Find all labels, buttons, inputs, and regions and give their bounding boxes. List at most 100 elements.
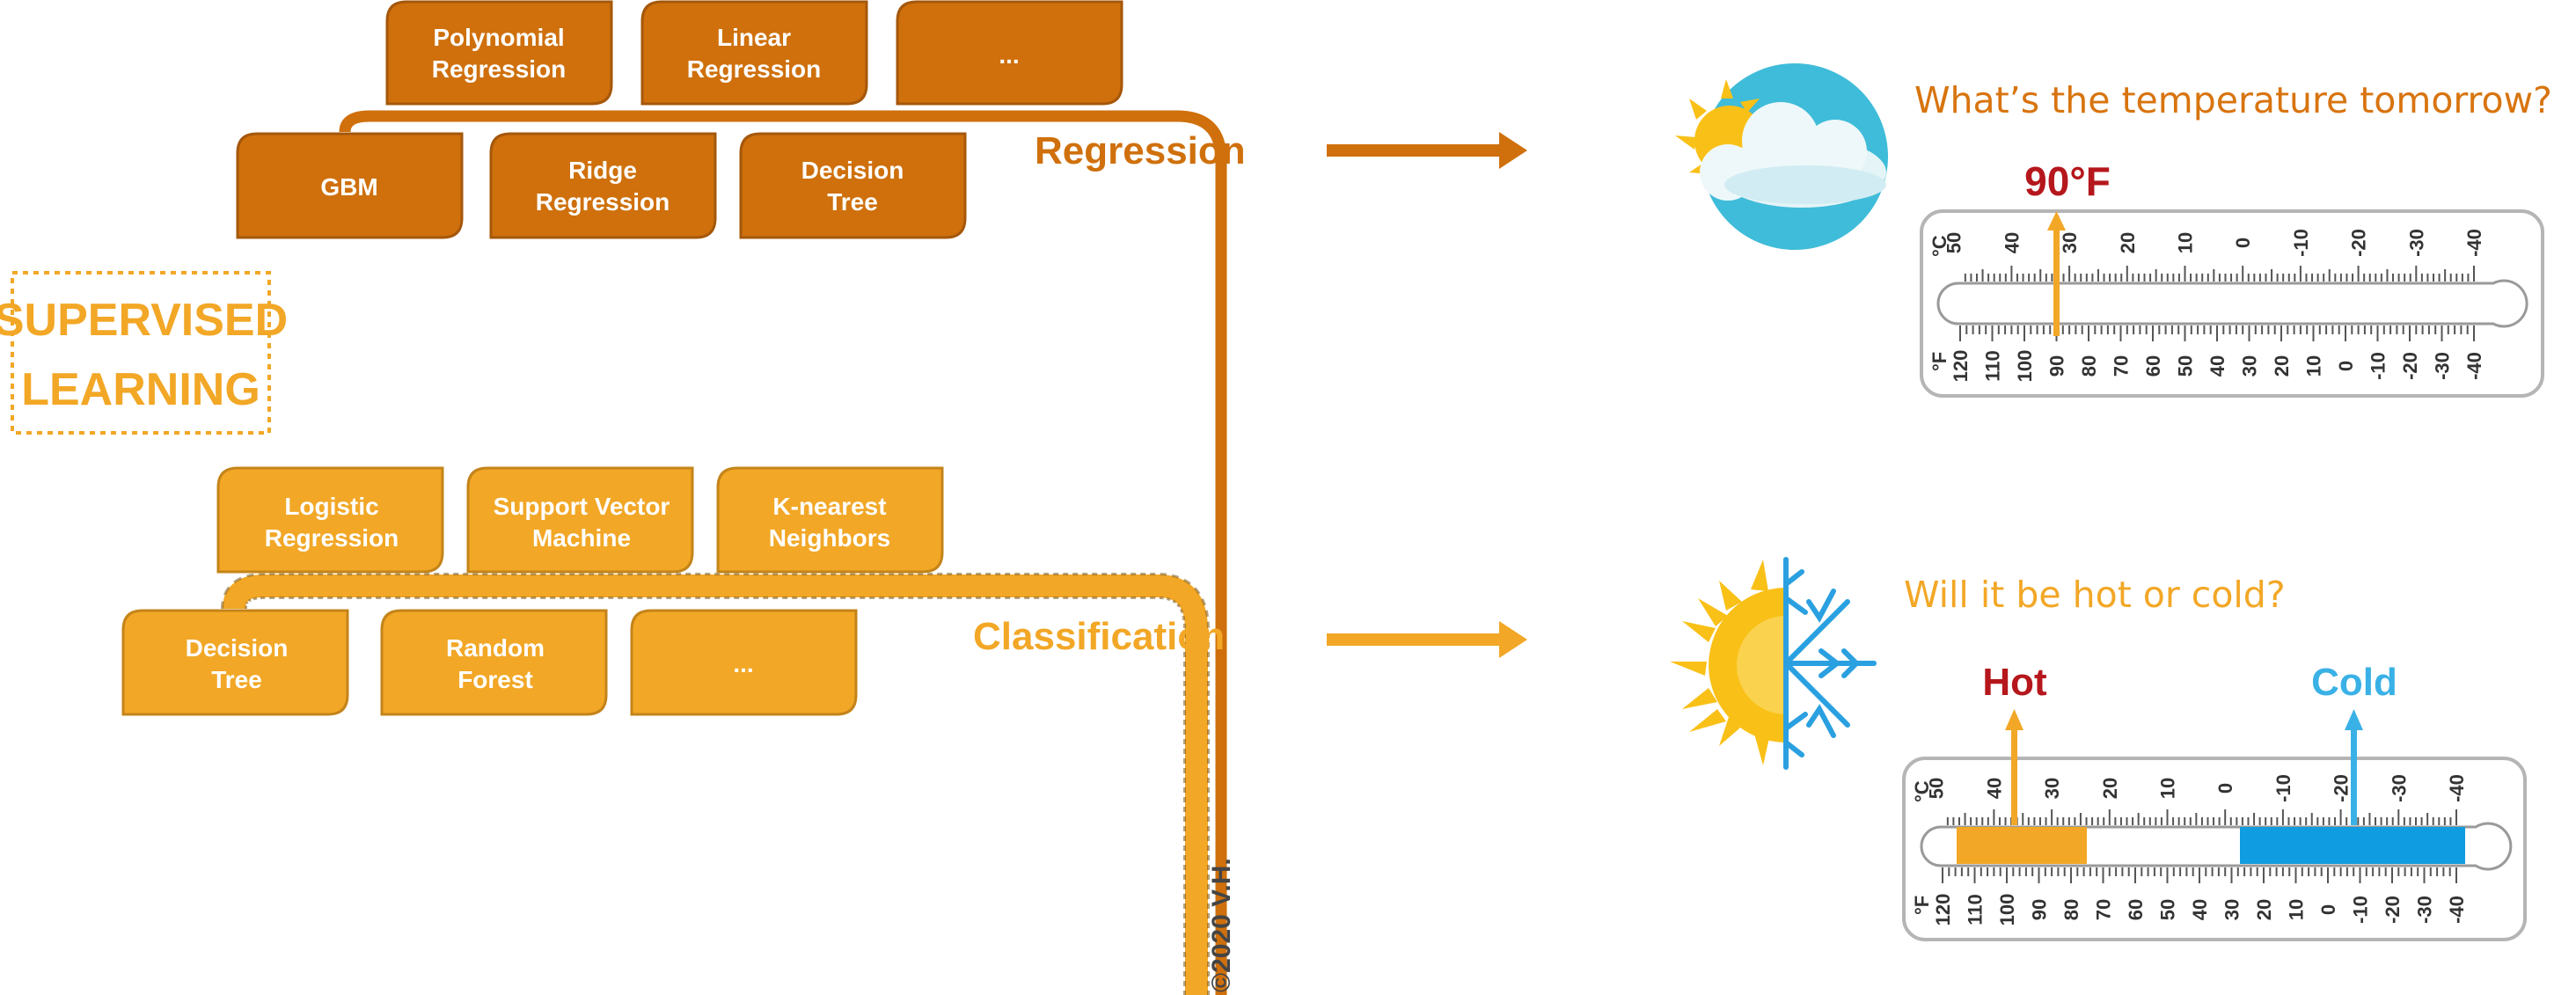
regression-box-ridge: Ridge Regression (489, 132, 717, 239)
fahrenheit-tick-label: 30 (2239, 355, 2261, 377)
box-label: ... (999, 41, 1019, 69)
reading-arrow-head-icon (2047, 211, 2066, 230)
fahrenheit-tick-label: 0 (2335, 361, 2357, 371)
sun-behind-cloud-icon (1675, 63, 1888, 250)
box-label: Decision (186, 634, 289, 662)
celsius-tick-label: 40 (2001, 232, 2023, 253)
fahrenheit-tick-label: 40 (2206, 355, 2228, 377)
hot-label: Hot (1982, 661, 2047, 704)
box-label: Forest (457, 666, 533, 693)
box-label: Tree (211, 666, 262, 693)
celsius-tick-label: -40 (2446, 774, 2468, 802)
box-label: Regression (265, 524, 399, 552)
celsius-tick-label: -10 (2272, 774, 2294, 802)
celsius-tick-label: 50 (1943, 232, 1965, 253)
fahrenheit-tick-label: 10 (2286, 899, 2308, 920)
celsius-tick-label: -40 (2463, 229, 2485, 257)
box-label: Random (446, 634, 545, 662)
classification-box-ellipsis: ... (630, 609, 858, 716)
fahrenheit-tick-label: 100 (2014, 350, 2036, 383)
box-label: K-nearest (772, 493, 886, 520)
fahrenheit-tick-label: 100 (1996, 894, 2018, 926)
celsius-tick-marks (1946, 809, 2457, 825)
celsius-unit: °C (1911, 780, 1933, 802)
celsius-tick-label: 30 (2059, 232, 2081, 253)
celsius-tick-label: 10 (2175, 232, 2197, 253)
classification-box-decision-tree: Decision Tree (121, 609, 349, 716)
box-label: GBM (320, 173, 377, 201)
fahrenheit-tick-label: 120 (1950, 350, 1972, 383)
fahrenheit-tick-label: 90 (2046, 355, 2068, 377)
fahrenheit-tick-label: 10 (2303, 355, 2325, 377)
regression-box-linear: Linear Regression (640, 0, 868, 106)
fahrenheit-tick-label: 110 (1965, 894, 1987, 925)
fahrenheit-tick-label: 80 (2078, 355, 2100, 377)
box-label: Decision (801, 157, 904, 184)
celsius-tick-label: 40 (1983, 778, 2005, 799)
supervised-learning-box: SUPERVISED LEARNING (0, 271, 288, 435)
hot-arrow (2011, 727, 2017, 825)
regression-arrow-icon (1327, 132, 1527, 169)
regression-question: What’s the temperature tomorrow? (1914, 79, 2552, 121)
fahrenheit-tick-label: -40 (2463, 352, 2485, 380)
classification-box-svm: Support Vector Machine (466, 466, 694, 574)
classification-question: Will it be hot or cold? (1904, 574, 2286, 616)
box-label: Linear (717, 24, 791, 51)
celsius-tick-label: -20 (2348, 229, 2370, 257)
fahrenheit-tick-label: 110 (1982, 350, 2004, 382)
fahrenheit-tick-label: 0 (2317, 904, 2339, 915)
celsius-tick-label: -30 (2405, 229, 2427, 257)
box-label: Regression (687, 55, 822, 83)
regression-box-polynomial: Polynomial Regression (385, 0, 613, 106)
fahrenheit-tick-label: 40 (2189, 899, 2211, 920)
classification-box-random-forest: Random Forest (380, 609, 608, 716)
fahrenheit-tick-marks (1942, 867, 2457, 883)
fahrenheit-tick-label: -30 (2414, 896, 2436, 924)
celsius-unit: °C (1928, 235, 1950, 257)
fahrenheit-tick-label: 70 (2093, 899, 2115, 920)
fahrenheit-tick-label: 60 (2142, 355, 2164, 377)
fahrenheit-tick-label: -40 (2446, 896, 2468, 924)
hot-arrow-head-icon (2005, 709, 2023, 730)
fahrenheit-tick-label: 50 (2175, 355, 2197, 377)
celsius-tick-label: -20 (2331, 774, 2353, 802)
classification-label: Classification (973, 615, 1225, 658)
fahrenheit-tick-label: -10 (2367, 352, 2389, 380)
fahrenheit-tick-label: 60 (2125, 899, 2147, 920)
cold-range-bar (2240, 827, 2465, 864)
sun-snowflake-icon (1670, 557, 1877, 770)
fahrenheit-tick-label: 80 (2060, 899, 2082, 920)
regression-box-ellipsis: ... (896, 0, 1123, 106)
fahrenheit-tick-label: -20 (2399, 352, 2421, 380)
fahrenheit-tick-marks (1959, 326, 2475, 341)
fahrenheit-unit: °F (1928, 352, 1950, 371)
regression-branch-line (339, 110, 1227, 995)
celsius-tick-label: -30 (2388, 774, 2410, 802)
box-label: Tree (827, 188, 878, 216)
cold-arrow-head-icon (2345, 709, 2363, 730)
fahrenheit-tick-label: 20 (2271, 355, 2293, 377)
box-label: Neighbors (769, 524, 890, 552)
celsius-tick-marks (1964, 266, 2475, 282)
reading-arrow (2053, 227, 2060, 336)
classification-box-logistic: Logistic Regression (216, 466, 444, 574)
celsius-tick-label: 10 (2157, 778, 2179, 799)
fahrenheit-tick-label: 30 (2221, 899, 2243, 920)
regression-label: Regression (1035, 129, 1246, 172)
cold-arrow (2351, 727, 2357, 825)
classification-box-knn: K-nearest Neighbors (716, 466, 944, 574)
fahrenheit-tick-label: 120 (1932, 894, 1954, 926)
celsius-tick-label: 0 (2214, 783, 2236, 794)
fahrenheit-tick-label: 90 (2029, 899, 2051, 920)
regression-box-gbm: GBM (236, 132, 464, 239)
celsius-tick-label: 20 (2099, 778, 2121, 799)
fahrenheit-tick-label: -20 (2382, 896, 2404, 924)
classification-arrow-icon (1327, 621, 1527, 658)
box-label: Machine (532, 524, 631, 552)
